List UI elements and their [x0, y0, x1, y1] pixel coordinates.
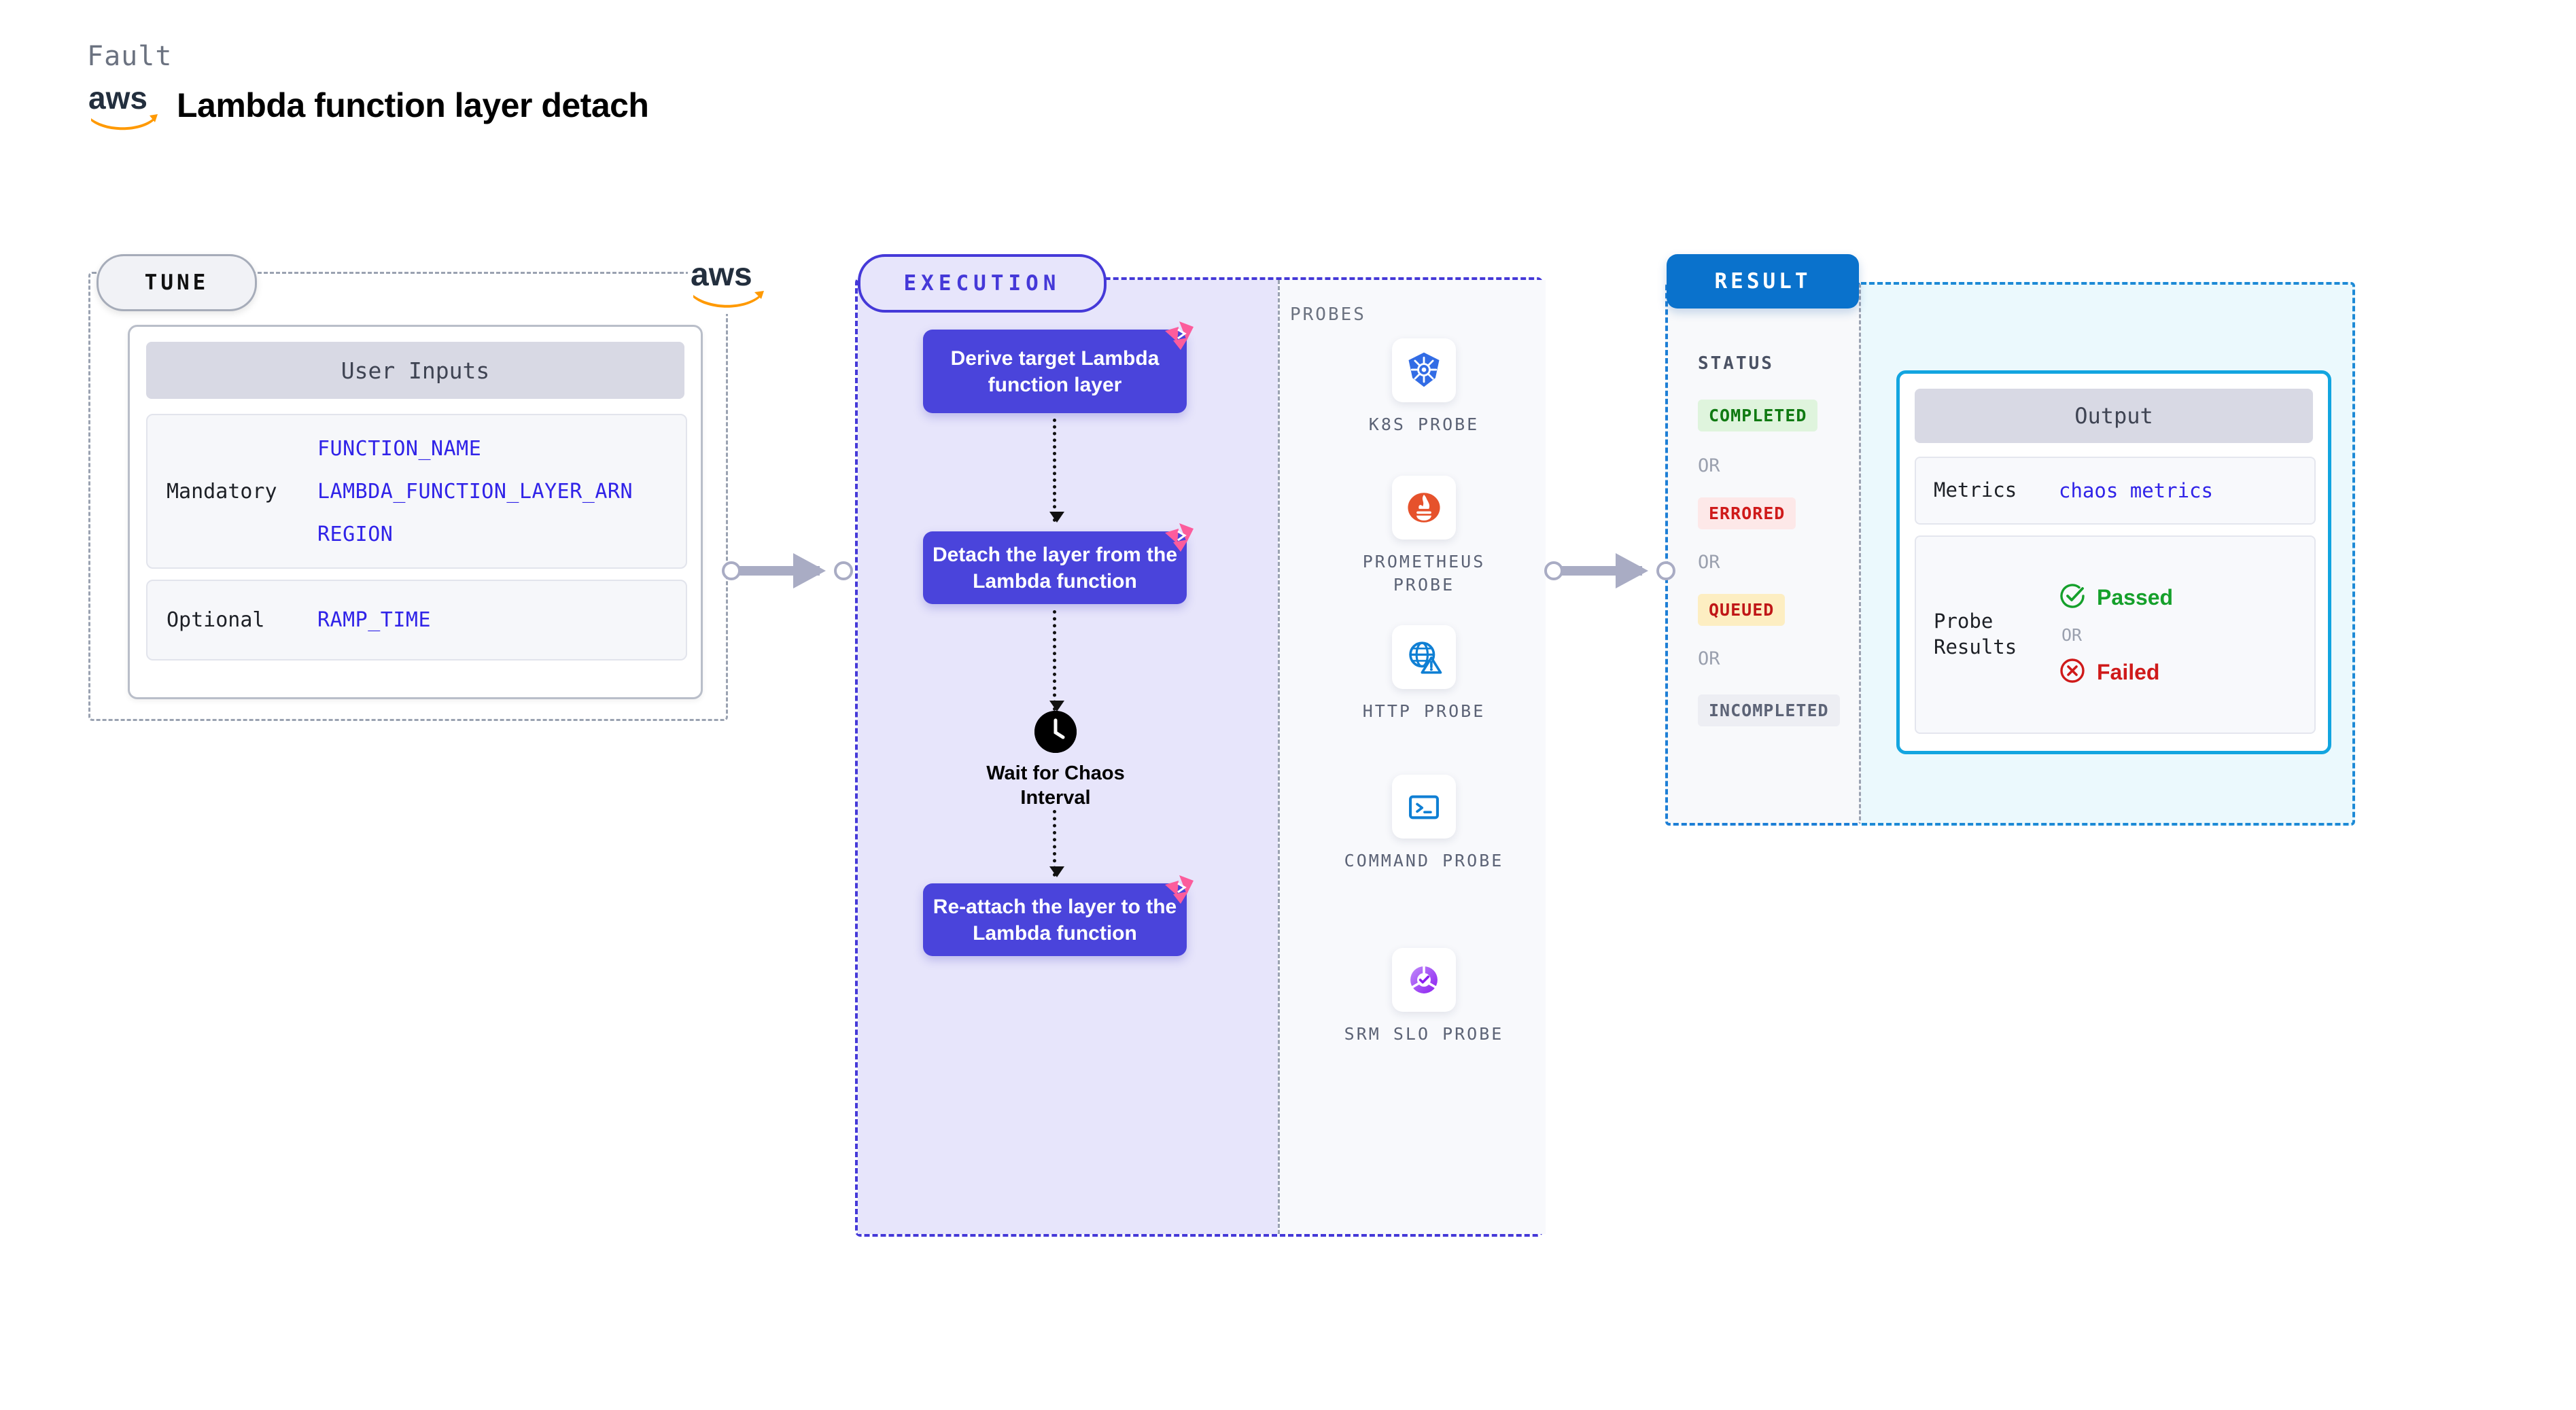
kubernetes-icon [1392, 338, 1456, 402]
probe-results-label: Probe Results [1934, 610, 2017, 658]
result-status-panel [1665, 282, 1861, 826]
or-separator: OR [1698, 455, 1720, 476]
or-separator: OR [2061, 624, 2083, 645]
probe-result-passed: Passed [2059, 582, 2173, 613]
litmus-chaos-icon [1164, 874, 1195, 905]
result-badge: RESULT [1667, 254, 1859, 309]
x-circle-icon [2059, 657, 2086, 688]
probe-label: COMMAND PROBE [1344, 851, 1504, 870]
probe-results-row: Probe Results Passed OR [1915, 535, 2316, 734]
tune-panel [88, 272, 728, 721]
input-variable: RAMP_TIME [317, 608, 432, 632]
connector-tune-to-execution [722, 544, 854, 598]
terminal-icon [1392, 775, 1456, 839]
probe-label: K8S PROBE [1368, 415, 1480, 434]
flow-arrow [1049, 419, 1064, 523]
user-inputs-title: User Inputs [146, 342, 684, 399]
passed-label: Passed [2097, 584, 2174, 610]
svg-text:aws: aws [88, 80, 147, 116]
execution-step: Derive target Lambda function layer [923, 321, 1194, 413]
user-inputs-card: User Inputs Mandatory FUNCTION_NAME LAMB… [128, 325, 703, 699]
probes-label: PROBES [1290, 304, 1366, 325]
execution-step-label: Re-attach the layer to the Lambda functi… [933, 895, 1177, 945]
probe-label: PROMETHEUS PROBE [1362, 552, 1486, 595]
flow-arrow [1049, 610, 1064, 711]
output-title: Output [1915, 389, 2313, 443]
execution-badge: EXECUTION [858, 254, 1107, 313]
execution-step: Re-attach the layer to the Lambda functi… [923, 875, 1194, 956]
metrics-value: chaos metrics [2059, 479, 2213, 502]
fault-label: Fault [87, 41, 173, 72]
metrics-row: Metrics chaos metrics [1915, 457, 2316, 525]
execution-step-label: Derive target Lambda function layer [950, 347, 1160, 396]
or-separator: OR [1698, 648, 1720, 669]
litmus-chaos-icon [1164, 320, 1195, 351]
status-badge-queued: QUEUED [1698, 594, 1786, 626]
page-title: Lambda function layer detach [177, 86, 649, 124]
prometheus-icon [1392, 476, 1456, 540]
mandatory-inputs-group: Mandatory FUNCTION_NAME LAMBDA_FUNCTION_… [146, 414, 687, 569]
optional-label: Optional [167, 608, 265, 632]
probe-item[interactable]: COMMAND PROBE [1336, 775, 1512, 873]
metrics-label: Metrics [1934, 478, 2017, 502]
status-badge-incompleted: INCOMPLETED [1698, 694, 1840, 726]
wait-for-chaos-interval-node: Wait for Chaos Interval [971, 711, 1141, 811]
aws-logo-icon: aws [87, 79, 162, 132]
http-globe-warning-icon [1392, 625, 1456, 689]
probe-item[interactable]: K8S PROBE [1336, 338, 1512, 436]
check-circle-icon [2059, 582, 2086, 613]
svg-text:aws: aws [691, 257, 752, 293]
input-variable: FUNCTION_NAME [317, 436, 482, 461]
output-card: Output Metrics chaos metrics Probe Resul… [1896, 370, 2331, 754]
optional-inputs-group: Optional RAMP_TIME [146, 580, 687, 660]
probe-item[interactable]: PROMETHEUS PROBE [1336, 476, 1512, 597]
status-label: STATUS [1698, 353, 1774, 374]
input-variable: LAMBDA_FUNCTION_LAYER_ARN [317, 479, 633, 504]
srm-slo-icon [1392, 948, 1456, 1012]
execution-step-label: Detach the layer from the Lambda functio… [932, 543, 1178, 593]
clock-icon [1034, 711, 1077, 753]
probe-result-failed: Failed [2059, 657, 2173, 688]
execution-step: Detach the layer from the Lambda functio… [923, 523, 1194, 604]
probe-label: SRM SLO PROBE [1344, 1024, 1504, 1044]
tune-badge: TUNE [97, 254, 257, 311]
wait-node-label: Wait for Chaos Interval [986, 762, 1125, 809]
status-badge-errored: ERRORED [1698, 497, 1796, 529]
probe-label: HTTP PROBE [1362, 701, 1486, 721]
page-header: Fault aws Lambda function layer detach [87, 41, 649, 132]
or-separator: OR [1698, 552, 1720, 573]
failed-label: Failed [2097, 659, 2160, 684]
probe-item[interactable]: SRM SLO PROBE [1336, 948, 1512, 1046]
input-variable: REGION [317, 522, 394, 546]
aws-logo-icon: aws [688, 251, 768, 314]
connector-execution-to-result [1544, 544, 1677, 598]
execution-panel [855, 277, 1546, 1237]
mandatory-label: Mandatory [167, 479, 277, 504]
probe-item[interactable]: HTTP PROBE [1336, 625, 1512, 723]
litmus-chaos-icon [1164, 522, 1195, 553]
status-badge-completed: COMPLETED [1698, 400, 1818, 431]
flow-arrow [1049, 810, 1064, 877]
